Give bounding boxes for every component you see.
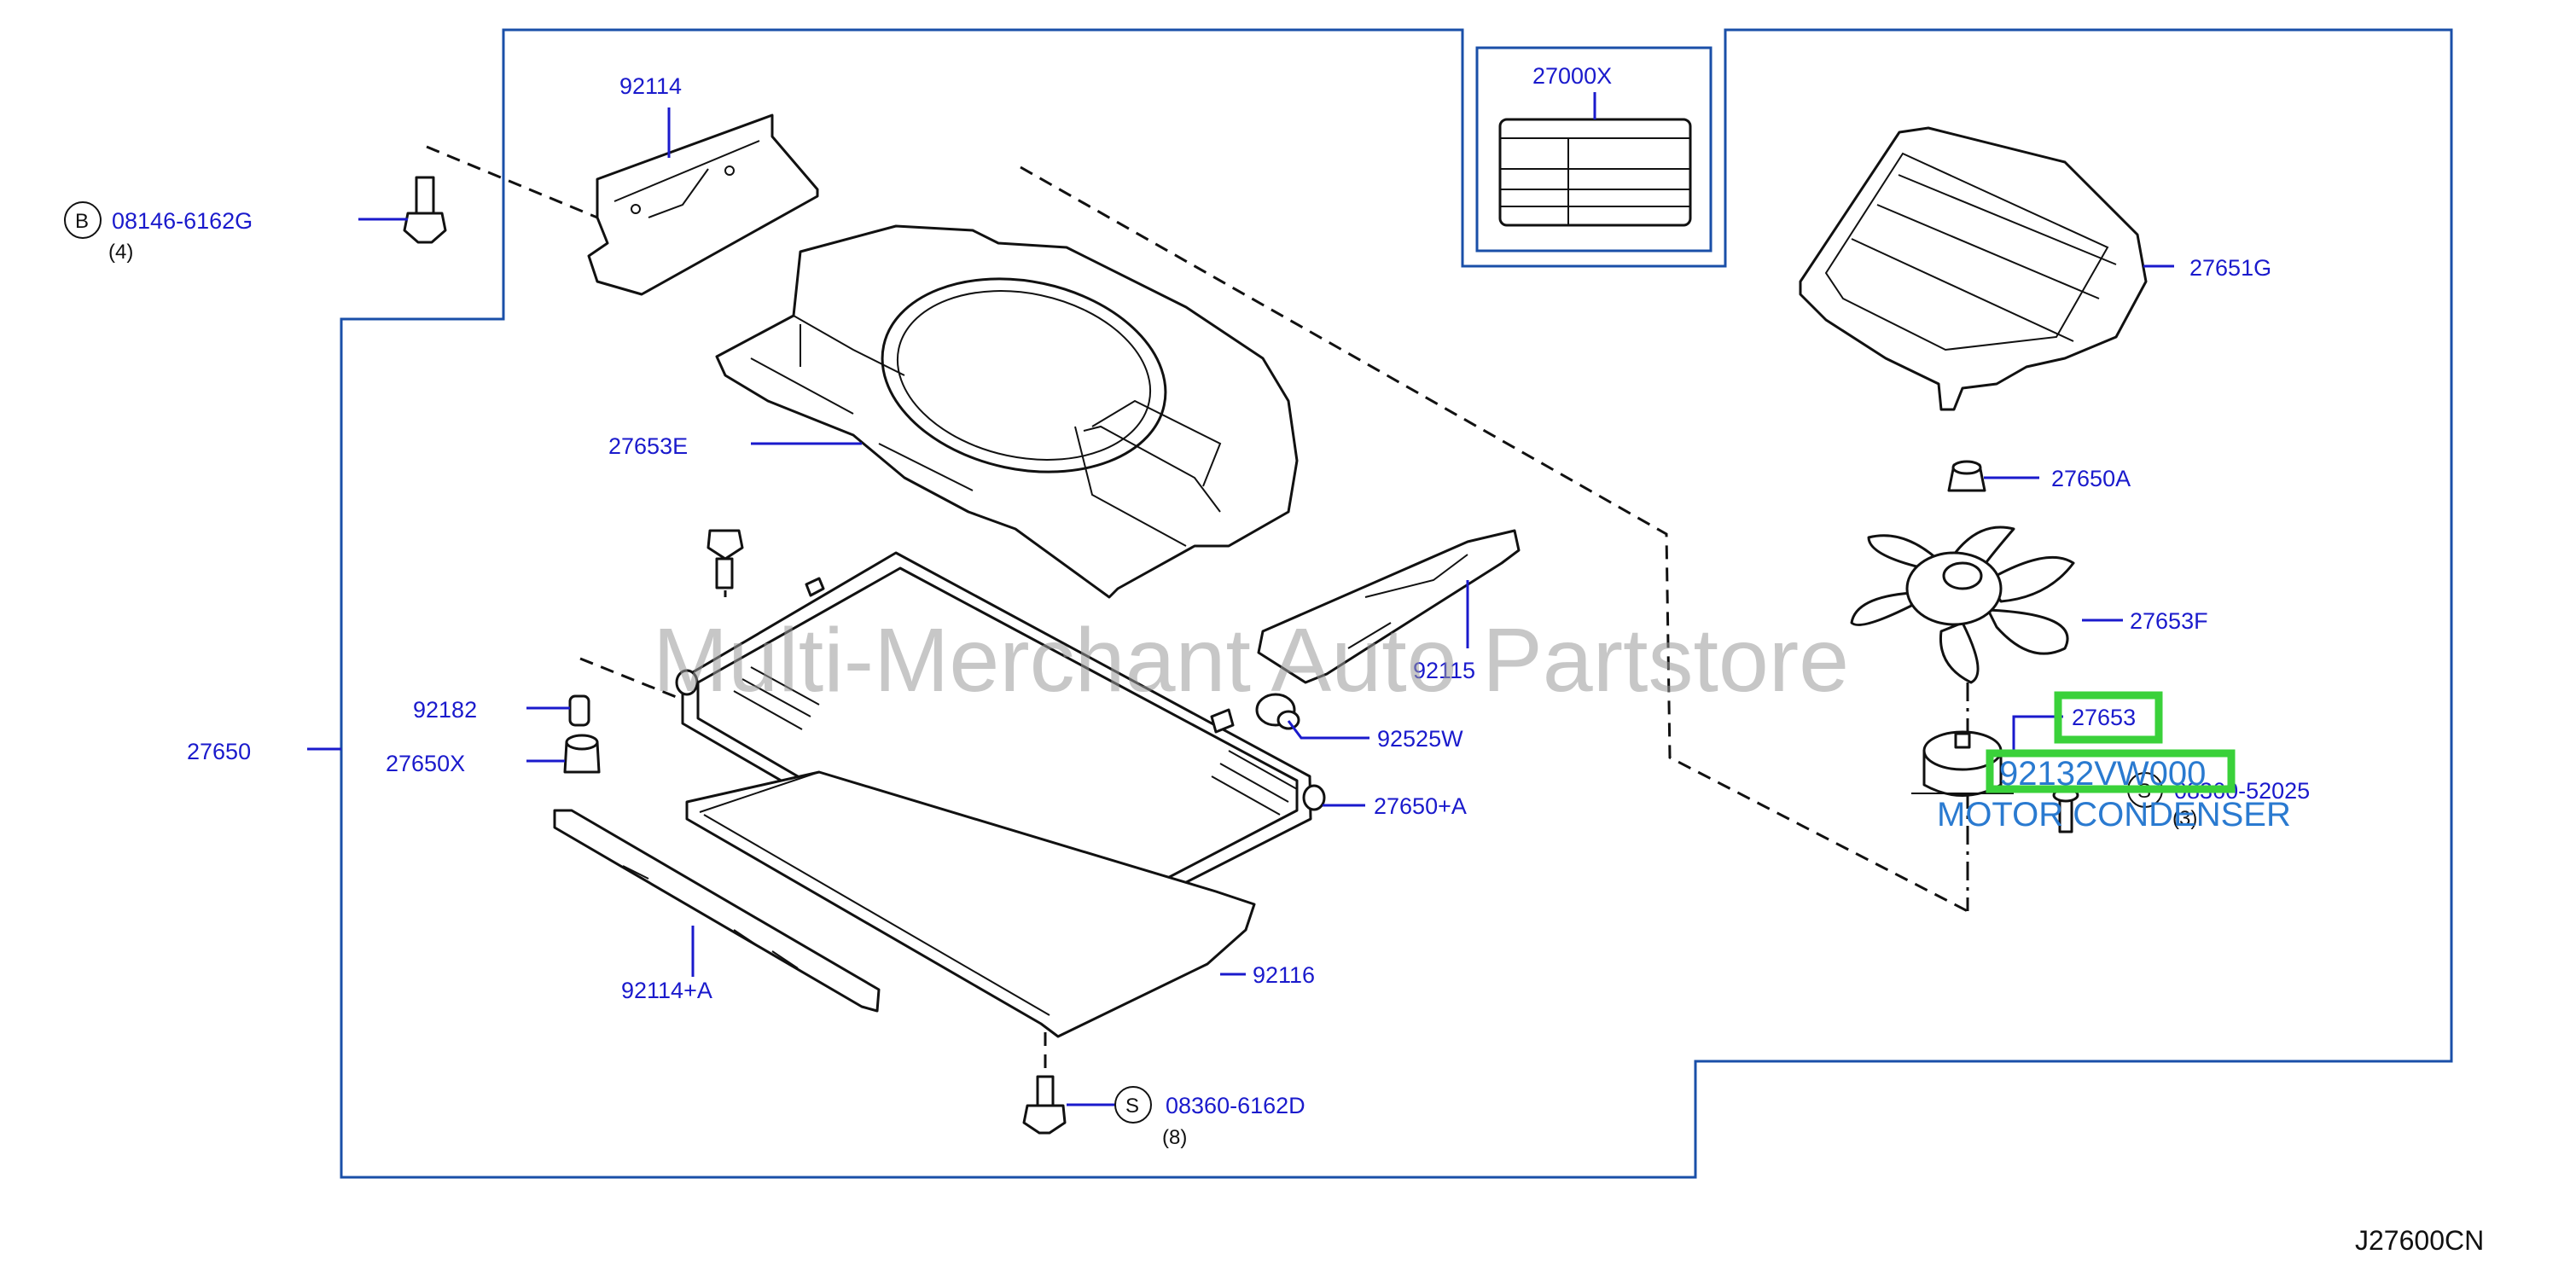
bolt-08146	[403, 176, 447, 244]
bolt-08360-6162d	[1022, 1075, 1067, 1135]
label-92182[interactable]: 92182	[413, 697, 477, 723]
align-line-upper	[426, 145, 598, 219]
seal-92116	[685, 770, 1256, 1038]
fan-shroud-27653e	[715, 224, 1299, 599]
label-27651g[interactable]: 27651G	[2189, 255, 2271, 281]
label-92115[interactable]: 92115	[1413, 658, 1475, 683]
align-line-shroud	[1020, 166, 1968, 913]
label-27650x[interactable]: 27650X	[386, 751, 465, 776]
assembly-border	[340, 28, 2453, 1179]
highlight-part-number[interactable]: 92132VW000	[1999, 755, 2206, 793]
condenser-27650	[675, 551, 1326, 931]
b-marker-letter: B	[75, 210, 89, 233]
s-marker-circle-bottom	[1114, 1086, 1152, 1124]
label-08360-6162d[interactable]: 08360-6162D	[1166, 1093, 1305, 1118]
label-08146-6162g[interactable]: 08146-6162G	[112, 208, 253, 234]
leader-92525w	[1287, 720, 1369, 740]
bracket-92115	[1257, 529, 1521, 684]
label-27650[interactable]: 27650	[187, 739, 251, 764]
fan-cover-27651g	[1799, 126, 2148, 411]
label-92114-plus-a[interactable]: 92114+A	[621, 978, 712, 1003]
label-92525w[interactable]: 92525W	[1377, 726, 1463, 752]
label-27650a[interactable]: 27650A	[2051, 466, 2131, 491]
label-92114[interactable]: 92114	[619, 73, 682, 99]
bracket-92114	[587, 113, 819, 296]
mount-27650x	[563, 734, 601, 774]
nut-27650a	[1947, 460, 1986, 492]
qty-08146-6162g: (4)	[108, 241, 133, 264]
motor-27653	[1911, 730, 2014, 797]
label-27000x[interactable]: 27000X	[1532, 63, 1612, 89]
qty-08360-52025: (3)	[2172, 807, 2197, 830]
spacer-92182	[568, 694, 590, 727]
b-marker-circle	[64, 201, 102, 239]
highlight-description: MOTOR CONDENSER	[1937, 796, 2291, 833]
label-27653f[interactable]: 27653F	[2130, 608, 2208, 634]
leader-27653	[2012, 715, 2063, 751]
label-box-frame	[1475, 46, 1712, 253]
highlight-box-27653	[2054, 691, 2163, 744]
label-27650-plus-a[interactable]: 27650+A	[1374, 793, 1467, 819]
label-27653[interactable]: 27653	[2072, 705, 2136, 730]
label-sticker-27000x	[1498, 118, 1692, 227]
bolt-condenser-top	[707, 529, 744, 589]
bracket-92114a	[553, 809, 881, 1013]
label-92116[interactable]: 92116	[1253, 962, 1315, 988]
s-marker-letter-bottom: S	[1125, 1095, 1139, 1118]
clip-92525w	[1255, 693, 1300, 730]
label-27653e[interactable]: 27653E	[608, 433, 688, 459]
diagram-reference-code: J27600CN	[2355, 1225, 2484, 1256]
qty-08360-6162d: (8)	[1162, 1126, 1187, 1149]
watermark: Multi-Merchant Auto Partstore	[653, 610, 1849, 711]
fan-27653f	[1850, 526, 2075, 684]
highlight-box-part-number	[1986, 749, 2236, 793]
